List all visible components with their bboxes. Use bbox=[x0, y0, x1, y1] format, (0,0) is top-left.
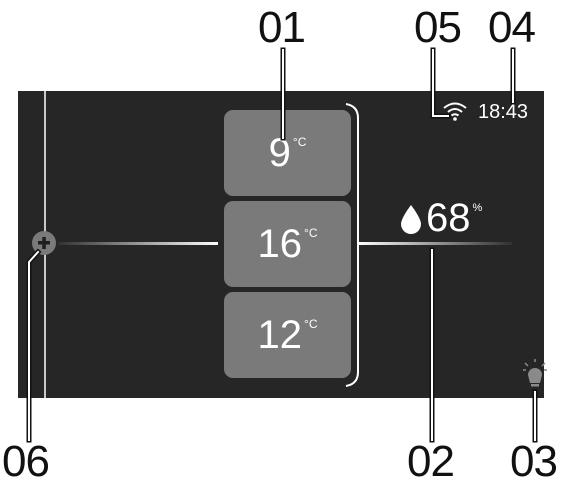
temp-unit-top: °C bbox=[292, 135, 307, 149]
humidity-readout: 68 % bbox=[400, 198, 482, 238]
temp-value-top: 9 bbox=[268, 131, 291, 175]
temp-box-middle[interactable]: 16 °C bbox=[224, 201, 351, 287]
water-drop-icon bbox=[401, 205, 421, 234]
callout-03: 03 bbox=[510, 437, 558, 486]
temp-value-middle: 16 bbox=[257, 222, 303, 266]
callout-05: 05 bbox=[414, 3, 462, 52]
callout-02: 02 bbox=[407, 437, 455, 486]
slider-line-right bbox=[357, 242, 512, 245]
humidity-unit: % bbox=[472, 202, 483, 214]
light-bulb-icon[interactable] bbox=[523, 359, 547, 387]
leader-lines bbox=[26, 47, 538, 443]
temp-box-bottom[interactable]: 12 °C bbox=[224, 292, 351, 378]
clock-time: 18:43 bbox=[478, 101, 529, 123]
callout-06: 06 bbox=[2, 437, 50, 486]
temp-bracket bbox=[345, 103, 359, 387]
callout-04: 04 bbox=[488, 3, 536, 52]
temp-box-top[interactable]: 9 °C bbox=[224, 110, 351, 196]
slider-line-left bbox=[58, 242, 218, 245]
temp-unit-bottom: °C bbox=[304, 317, 318, 331]
temp-value-bottom: 12 bbox=[257, 313, 303, 357]
wifi-icon bbox=[443, 102, 467, 121]
temp-unit-middle: °C bbox=[304, 226, 318, 240]
humidity-value: 68 bbox=[426, 196, 471, 240]
callout-01: 01 bbox=[258, 3, 306, 52]
leader-06 bbox=[26, 248, 42, 443]
